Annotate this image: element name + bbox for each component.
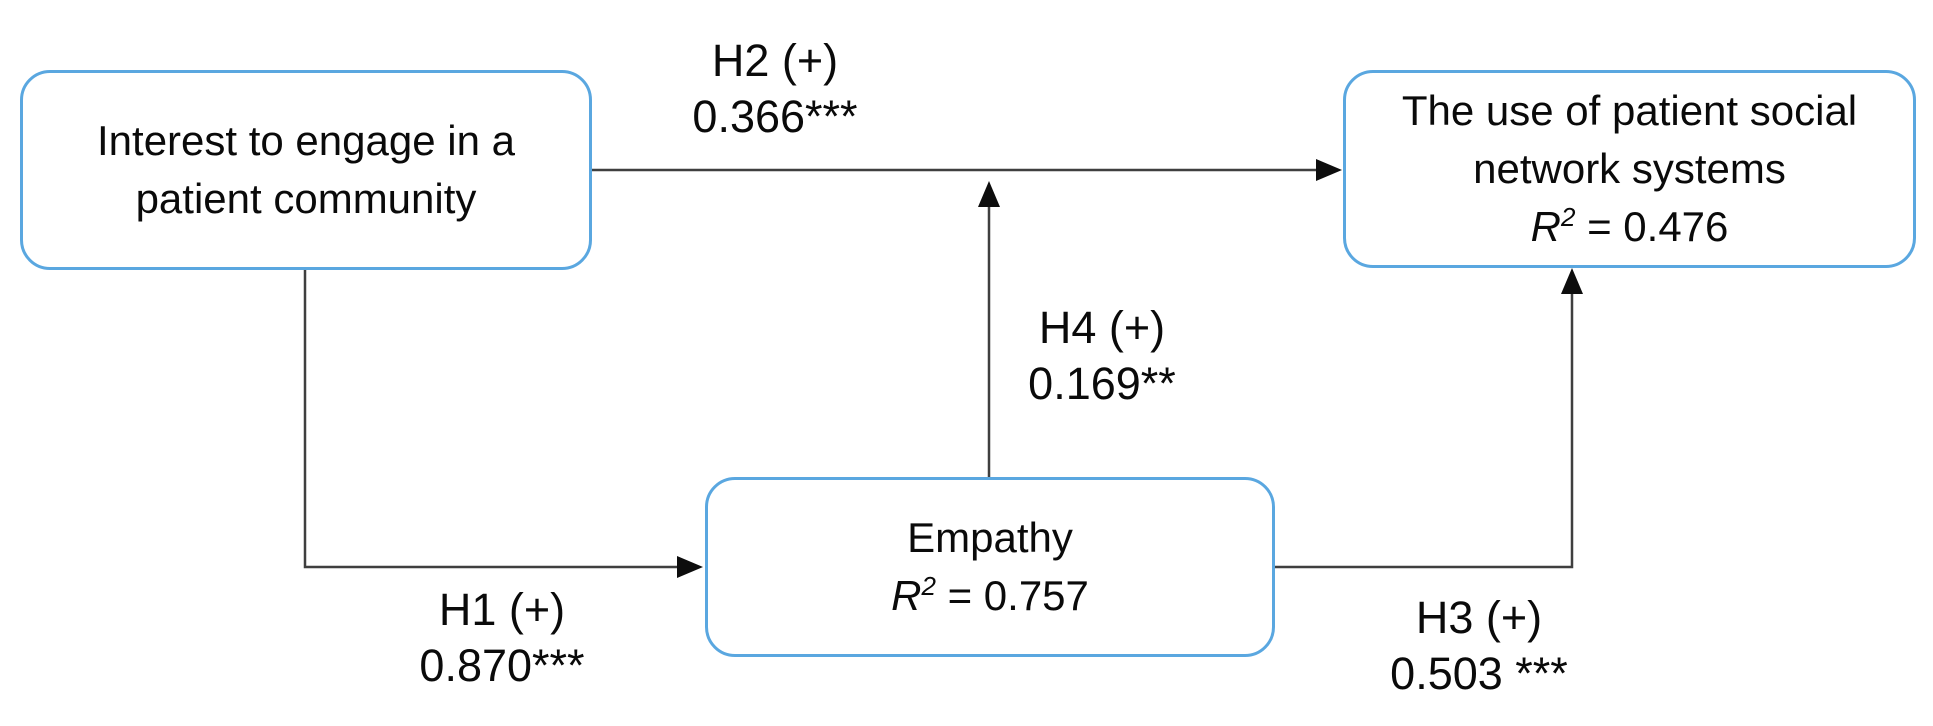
node-empathy-r-squared: R2 = 0.757	[891, 567, 1089, 625]
r-squared-value: = 0.476	[1575, 203, 1729, 250]
h3-arrow-line	[1275, 294, 1574, 569]
node-empathy: Empathy R2 = 0.757	[705, 477, 1275, 657]
node-psns-line1: The use of patient social	[1401, 87, 1858, 134]
h1-path-label: H1 (+) 0.870***	[322, 582, 682, 694]
node-psns-line2: network systems	[1473, 145, 1786, 192]
h3-path-label: H3 (+) 0.503 ***	[1299, 590, 1659, 702]
r-symbol: R	[891, 572, 922, 619]
h4-coefficient: 0.169**	[1028, 358, 1176, 409]
h2-hypothesis: H2 (+)	[711, 35, 839, 86]
h1-coefficient: 0.870***	[419, 640, 585, 691]
r-symbol: R	[1530, 203, 1561, 250]
h1-arrowhead-icon	[677, 556, 703, 578]
h3-hypothesis: H3 (+)	[1415, 592, 1543, 643]
h4-path-label: H4 (+) 0.169**	[922, 300, 1282, 412]
node-interest-line2: patient community	[135, 175, 477, 222]
r-squared-exponent: 2	[1560, 202, 1576, 232]
node-interest-line1: Interest to engage in a	[97, 117, 515, 164]
node-use-of-patient-social-network-systems: The use of patient social network system…	[1343, 70, 1916, 268]
h3-coefficient: 0.503 ***	[1390, 648, 1568, 699]
h3-arrowhead-icon	[1561, 268, 1583, 294]
node-psns-r-squared: R2 = 0.476	[1531, 198, 1729, 256]
h2-path-label: H2 (+) 0.366***	[595, 33, 955, 145]
h4-hypothesis: H4 (+)	[1038, 302, 1166, 353]
h2-arrowhead-icon	[1316, 159, 1342, 181]
r-squared-exponent: 2	[921, 571, 936, 601]
h1-hypothesis: H1 (+)	[438, 584, 566, 635]
node-interest-to-engage: Interest to engage in a patient communit…	[20, 70, 592, 270]
h1-arrow-line	[303, 270, 677, 569]
h2-coefficient: 0.366***	[692, 91, 858, 142]
r-squared-value: = 0.757	[935, 572, 1089, 619]
h4-arrowhead-icon	[978, 181, 1000, 207]
node-empathy-line1: Empathy	[907, 514, 1073, 561]
